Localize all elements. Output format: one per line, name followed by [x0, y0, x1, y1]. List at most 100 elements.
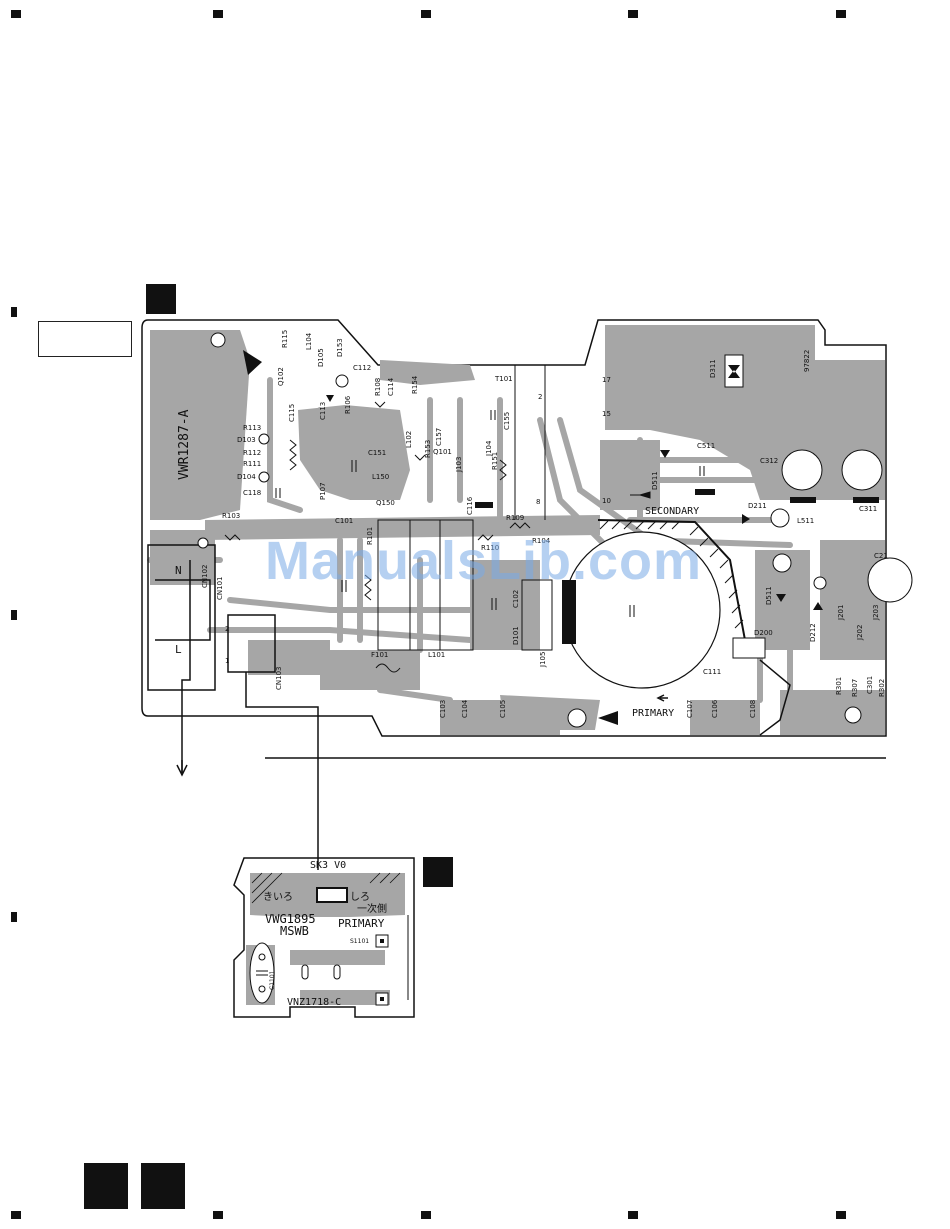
- label-d153: D153: [336, 338, 344, 357]
- switch-board-name: MSWB: [280, 924, 309, 938]
- label-pin-8: 8: [536, 498, 540, 506]
- primary-zone-circle: [563, 531, 721, 689]
- label-r301: R301: [835, 677, 843, 695]
- label-c102: C102: [512, 590, 520, 608]
- label-pin-17: 17: [602, 376, 611, 384]
- label-pin-n: N: [175, 564, 182, 577]
- label-j103: J103: [455, 457, 463, 473]
- label-d511: D511: [765, 586, 773, 605]
- label-c105: C105: [499, 700, 507, 718]
- registration-mark-bottom-1: [11, 1211, 21, 1219]
- primary-small-arrow: [656, 694, 668, 702]
- capacitor-c311: [841, 449, 883, 491]
- label-pin-l: L: [175, 643, 182, 656]
- registration-mark-side-3: [11, 912, 17, 922]
- label-l511: L511: [797, 517, 814, 525]
- registration-mark-bottom-2: [213, 1211, 223, 1219]
- label-r113: R113: [243, 424, 261, 432]
- label-r104: R104: [532, 537, 551, 545]
- label-part-code: 97822: [803, 350, 811, 372]
- label-c113: C113: [319, 402, 327, 420]
- isolation-hatch-marks: [599, 520, 744, 629]
- primary-arrow: [598, 711, 618, 725]
- label-cn101: CN101: [216, 577, 224, 601]
- main-board-outline: [141, 319, 887, 737]
- label-j203: J203: [872, 605, 880, 621]
- wire-connector-box: [316, 887, 348, 903]
- registration-mark-bottom-4: [628, 1211, 638, 1219]
- label-r151: R151: [491, 452, 499, 470]
- transformer-outline: [377, 365, 553, 651]
- label-r101: R101: [366, 527, 374, 545]
- label-c311: C311: [859, 505, 877, 513]
- capacitor-symbols: [275, 410, 705, 617]
- label-secondary: SECONDARY: [645, 506, 699, 517]
- label-c103: C103: [439, 700, 447, 718]
- heatsink-bar: [562, 580, 576, 644]
- label-l150: L150: [372, 473, 389, 481]
- label-r108: R108: [374, 378, 382, 396]
- label-cn103: CN103: [275, 667, 283, 691]
- label-d311: D311: [709, 359, 717, 378]
- label-c106: C106: [711, 699, 719, 718]
- label-r302: R302: [878, 679, 886, 697]
- page-number-box-left: [84, 1163, 128, 1209]
- registration-mark-top-2: [213, 10, 223, 18]
- label-d211: D211: [748, 502, 767, 510]
- label-q101: Q101: [433, 448, 452, 456]
- capacitor-c21: [867, 557, 913, 603]
- label-l101: L101: [428, 651, 445, 659]
- label-r103: R103: [222, 512, 240, 520]
- mounting-hole-1: [210, 332, 226, 348]
- label-c211: C21: [874, 552, 888, 560]
- mounting-hole-2: [567, 708, 587, 728]
- label-j105: J105: [539, 652, 547, 668]
- label-pin-2: 2: [538, 393, 542, 401]
- switch-board-jp-side: 一次側: [357, 902, 387, 915]
- empty-label-box: [38, 321, 132, 357]
- label-r154: R154: [411, 375, 419, 394]
- label-r112: R112: [243, 449, 261, 457]
- label-c115: C115: [288, 404, 296, 422]
- registration-mark-bottom-5: [836, 1211, 846, 1219]
- switch-board-outline: [233, 857, 415, 1018]
- label-c111: C111: [703, 668, 721, 676]
- label-d105: D105: [317, 348, 325, 367]
- label-l104: L104: [305, 332, 313, 350]
- switch-board-s1101: S1101: [350, 938, 369, 945]
- block-marker-b: [423, 857, 453, 887]
- label-pin-15: 15: [602, 410, 611, 418]
- label-r109: R109: [506, 514, 524, 522]
- label-cn102: CN102: [201, 565, 209, 589]
- label-d101: D101: [512, 626, 520, 645]
- label-p107: P107: [319, 482, 327, 500]
- label-cn103-pin-1: 1: [225, 657, 229, 665]
- label-d104: D104: [237, 473, 256, 481]
- label-r111: R111: [243, 460, 261, 468]
- switch-board-header: SK3 V0: [310, 860, 346, 871]
- resistor-symbols: [224, 401, 531, 673]
- label-c101: C101: [335, 517, 353, 525]
- page-number-box-right: [141, 1163, 185, 1209]
- label-r106: R106: [344, 395, 352, 414]
- board-arrow-top: [243, 350, 262, 375]
- label-c155: C155: [503, 412, 511, 430]
- label-c312: C312: [760, 457, 778, 465]
- label-j104: J104: [485, 440, 493, 457]
- label-d212: D212: [809, 623, 817, 642]
- label-primary: PRIMARY: [632, 708, 674, 719]
- label-l102: L102: [405, 431, 413, 448]
- copper-pours: [150, 325, 885, 735]
- label-r110: R110: [481, 544, 499, 552]
- switch-board-id: VWG1895: [265, 912, 316, 926]
- registration-mark-top-3: [421, 10, 431, 18]
- switch-board-c1101: C1101: [269, 970, 276, 990]
- registration-mark-top-4: [628, 10, 638, 18]
- label-d200: D200: [754, 629, 773, 637]
- label-c301: C301: [866, 676, 874, 694]
- registration-mark-top-5: [836, 10, 846, 18]
- label-j201: J201: [837, 605, 845, 621]
- label-d103: D103: [237, 436, 256, 444]
